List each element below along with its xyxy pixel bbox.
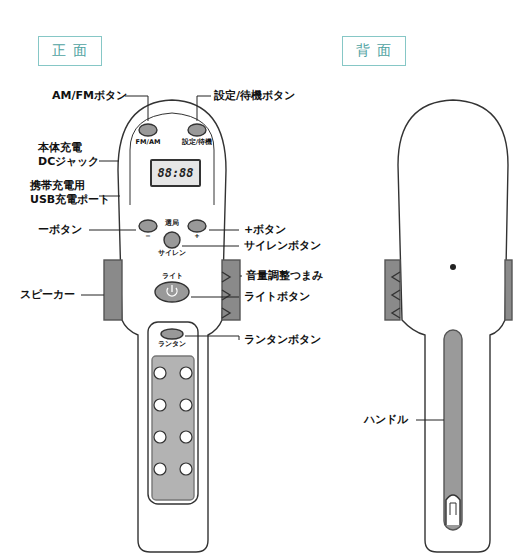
speaker-band [104, 260, 122, 320]
lantern-hole [180, 367, 192, 379]
lantern-hole [180, 399, 192, 411]
part-label: ランタンボタン [244, 333, 321, 347]
node-text: 正 面 [52, 42, 87, 60]
part-label: AM/FMボタン [52, 89, 127, 103]
part-label: ハンドル [364, 413, 408, 427]
leader-lines [81, 96, 444, 420]
part-label: スピーカー [20, 288, 75, 302]
view-title-box: 背 面 [342, 36, 406, 66]
part-label: ライトボタン [244, 290, 310, 304]
node-text: 背 面 [356, 42, 391, 60]
volume-knob [222, 260, 240, 320]
minus-button [139, 220, 157, 232]
part-label: サイレンボタン [244, 239, 321, 253]
lantern-hole [154, 399, 166, 411]
back-dot [450, 264, 456, 270]
printed-marking: サイレン [158, 250, 186, 257]
lantern-hole [154, 431, 166, 443]
node-text: 88:88 [157, 166, 193, 180]
printed-marking: 設定/待機 [182, 139, 212, 146]
plus-button [188, 220, 206, 232]
back-knob [385, 260, 400, 320]
printed-marking: 選局 [165, 220, 179, 227]
setting-button [188, 124, 206, 136]
part-label: 設定/待機ボタン [214, 89, 295, 103]
part-label: 携帯充電用 USB充電ポート [30, 179, 110, 207]
part-label: 音量調整つまみ [246, 269, 323, 283]
lantern-hole [180, 463, 192, 475]
printed-marking: ライト [162, 273, 183, 280]
siren-button [164, 232, 180, 248]
fm-am-button [139, 124, 157, 136]
view-title-box: 正 面 [38, 36, 102, 66]
crank-grip [450, 503, 456, 515]
light-button [155, 282, 189, 302]
printed-marking: + [194, 233, 199, 240]
lcd-display: 88:88 [150, 159, 201, 187]
lantern-panel [148, 322, 198, 504]
printed-marking: ランタン [158, 341, 186, 348]
crank-knob [446, 495, 460, 525]
front-face-panel [130, 113, 214, 205]
back-body [398, 100, 508, 552]
lantern-lens [152, 356, 194, 500]
part-label: 本体充電 DCジャック [38, 141, 99, 169]
back-band-right [505, 260, 512, 320]
printed-marking: − [145, 233, 150, 240]
crank-handle [444, 330, 462, 530]
front-body [118, 100, 226, 552]
part-label: ーボタン [38, 223, 82, 237]
back-knob-ridges [392, 272, 400, 318]
lantern-hole [154, 367, 166, 379]
knob-ridges [222, 272, 230, 318]
lantern-hole [180, 431, 192, 443]
lantern-hole [154, 463, 166, 475]
power-icon [167, 285, 177, 296]
lantern-button [161, 329, 183, 339]
printed-marking: FM/AM [136, 139, 161, 146]
part-label: +ボタン [244, 223, 286, 237]
